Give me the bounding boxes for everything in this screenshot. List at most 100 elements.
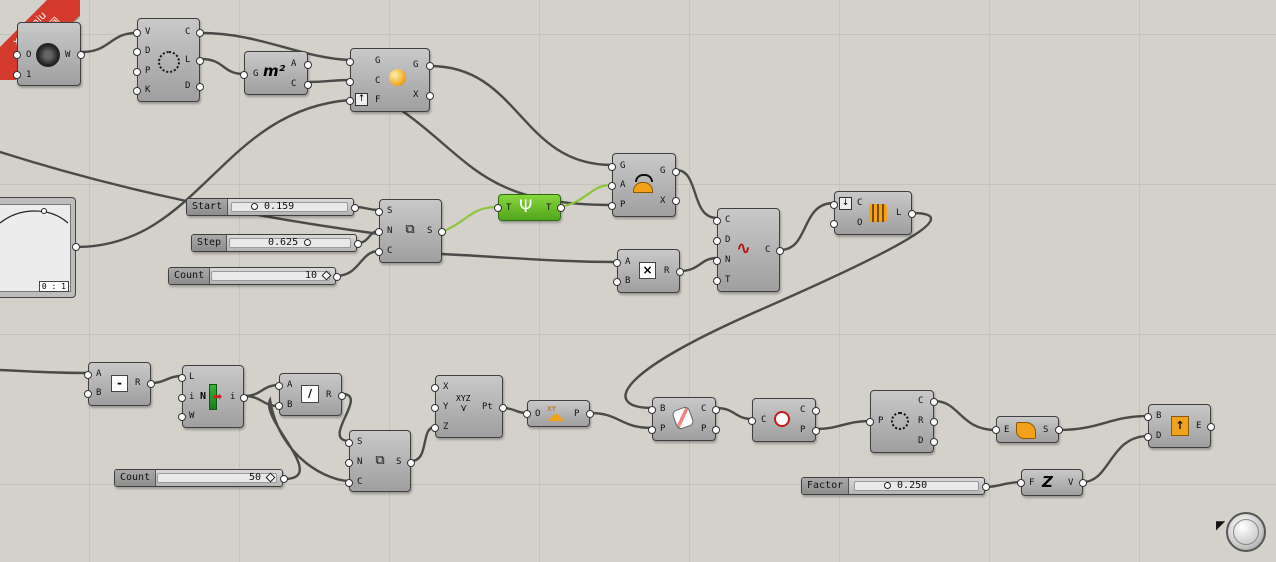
component-c15[interactable]: X Y Z XYZ ⋎ Pt (431, 375, 507, 438)
input-port[interactable] (748, 417, 756, 425)
input-port[interactable] (178, 374, 186, 382)
input-port[interactable] (1017, 479, 1025, 487)
component-c12[interactable]: L i W N ➡ i (178, 365, 248, 428)
input-port[interactable] (375, 208, 383, 216)
slider-knob[interactable] (251, 202, 258, 210)
input-port[interactable] (275, 402, 283, 410)
output-port[interactable] (147, 380, 155, 388)
input-port[interactable] (613, 259, 621, 267)
slider-factor-output-port[interactable] (982, 483, 990, 491)
slider-knob[interactable] (304, 238, 312, 246)
input-port[interactable] (346, 97, 354, 105)
output-port[interactable] (776, 247, 784, 255)
component-c11[interactable]: A B - R (84, 362, 155, 406)
slider-count-bottom-track[interactable] (157, 473, 277, 483)
component-c22[interactable]: B D ↑ E (1144, 404, 1215, 448)
output-port[interactable] (196, 57, 204, 65)
input-port[interactable] (133, 87, 141, 95)
output-port[interactable] (196, 83, 204, 91)
component-c18[interactable]: C C P (748, 398, 820, 442)
slider-step-output-port[interactable] (354, 240, 362, 248)
output-port[interactable] (426, 92, 434, 100)
component-c4[interactable]: G C F ↑ G X (346, 48, 434, 112)
input-port[interactable] (648, 426, 656, 434)
slider-start-output-port[interactable] (351, 204, 359, 212)
component-c14[interactable]: S N C ⧉ S (345, 430, 415, 492)
output-port[interactable] (338, 392, 346, 400)
input-port[interactable] (84, 390, 92, 398)
output-port[interactable] (438, 228, 446, 236)
output-port[interactable] (240, 394, 248, 402)
component-c10[interactable]: ↓ C O L (830, 191, 916, 235)
navigation-arrow-icon[interactable]: ◤ (1216, 518, 1226, 532)
input-port[interactable] (866, 418, 874, 426)
slider-factor[interactable]: Factor 0.250 (801, 477, 990, 495)
input-port[interactable] (345, 439, 353, 447)
output-port[interactable] (930, 418, 938, 426)
output-port[interactable] (712, 426, 720, 434)
output-port[interactable] (672, 168, 680, 176)
input-port[interactable] (613, 278, 621, 286)
input-port[interactable] (608, 202, 616, 210)
input-port[interactable] (178, 394, 186, 402)
input-port[interactable] (830, 220, 838, 228)
component-c9[interactable]: C D N T ∿ C (713, 208, 784, 292)
input-port[interactable] (431, 384, 439, 392)
slider-start-track[interactable] (231, 202, 348, 212)
input-port[interactable] (133, 29, 141, 37)
input-port[interactable] (431, 424, 439, 432)
slider-knob[interactable] (265, 472, 276, 482)
input-port[interactable] (1144, 413, 1152, 421)
input-port[interactable] (84, 371, 92, 379)
output-port[interactable] (196, 29, 204, 37)
output-port[interactable] (930, 438, 938, 446)
output-port[interactable] (426, 62, 434, 70)
slider-knob[interactable] (884, 481, 891, 489)
output-port[interactable] (812, 427, 820, 435)
input-port[interactable] (1144, 433, 1152, 441)
output-port[interactable] (407, 459, 415, 467)
input-port[interactable] (375, 228, 383, 236)
input-port[interactable] (275, 382, 283, 390)
component-c13[interactable]: A B ∕ R (275, 373, 346, 416)
slider-knob[interactable] (321, 270, 332, 280)
component-c20[interactable]: E S (992, 416, 1063, 443)
input-port[interactable] (431, 404, 439, 412)
input-port[interactable] (375, 248, 383, 256)
output-port[interactable] (676, 268, 684, 276)
input-port[interactable] (713, 217, 721, 225)
component-c5[interactable]: S N C ⧉ S (375, 199, 446, 263)
component-c6[interactable]: T Ψ T (494, 194, 565, 221)
input-port[interactable] (346, 78, 354, 86)
output-port[interactable] (586, 410, 594, 418)
output-port[interactable] (1207, 423, 1215, 431)
output-port[interactable] (304, 81, 312, 89)
component-c3[interactable]: G m² A C (240, 51, 312, 95)
input-port[interactable] (830, 201, 838, 209)
output-port[interactable] (557, 204, 565, 212)
output-port[interactable] (812, 407, 820, 415)
input-port[interactable] (608, 163, 616, 171)
input-port[interactable] (494, 204, 502, 212)
input-port[interactable] (608, 182, 616, 190)
input-port[interactable] (523, 410, 531, 418)
graph-mapper[interactable]: 0 : 1 (0, 197, 80, 298)
output-port[interactable] (1055, 426, 1063, 434)
component-c7[interactable]: G A P G X (608, 153, 680, 217)
input-port[interactable] (346, 58, 354, 66)
input-port[interactable] (133, 48, 141, 56)
component-c8[interactable]: A B × R (613, 249, 684, 293)
output-port[interactable] (77, 51, 85, 59)
slider-count-bottom[interactable]: Count 50 (114, 469, 288, 487)
input-port[interactable] (133, 68, 141, 76)
input-port[interactable] (13, 51, 21, 59)
slider-count-top[interactable]: Count 10 (168, 267, 341, 285)
navigation-wheel[interactable] (1226, 512, 1266, 552)
component-c21[interactable]: F Z V (1017, 469, 1087, 496)
input-port[interactable] (713, 257, 721, 265)
output-port[interactable] (1079, 479, 1087, 487)
component-c1[interactable]: O 1 W (13, 22, 85, 86)
component-c16[interactable]: O XY P (523, 400, 594, 427)
output-port[interactable] (672, 197, 680, 205)
input-port[interactable] (992, 426, 1000, 434)
